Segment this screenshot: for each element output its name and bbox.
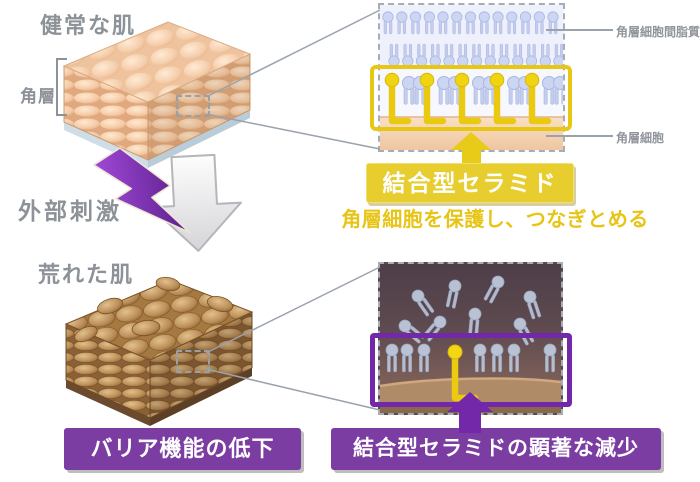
bound-ceramide-title-box: 結合型セラミド bbox=[366, 163, 574, 203]
corneocyte-label: 角層細胞 bbox=[616, 131, 665, 145]
magnified-damaged-panel bbox=[378, 262, 563, 415]
damaged-skin-title: 荒れた肌 bbox=[38, 262, 135, 287]
barrier-decline-label: バリア機能の低下 bbox=[90, 436, 275, 461]
external-stimulus-label: 外部刺激 bbox=[18, 198, 122, 224]
intercellular-lipid-label: 角層細胞間脂質 bbox=[616, 25, 700, 39]
bound-ceramide-caption: 角層細胞を保護し、つなぎとめる bbox=[341, 209, 649, 231]
healthy-skin-title: 健常な肌 bbox=[40, 13, 137, 38]
magnifier-dashed-rect-healthy bbox=[176, 95, 210, 117]
purple-highlight-frame bbox=[370, 333, 572, 407]
stratum-corneum-bracket bbox=[56, 58, 67, 116]
yellow-highlight-frame bbox=[370, 65, 572, 131]
ceramide-decrease-box: 結合型セラミドの顕著な減少 bbox=[331, 428, 661, 470]
magnified-healthy-panel bbox=[378, 3, 565, 152]
stratum-corneum-label: 角層 bbox=[20, 87, 56, 106]
bound-ceramide-title: 結合型セラミド bbox=[382, 170, 558, 196]
barrier-decline-box: バリア機能の低下 bbox=[64, 428, 301, 470]
ceramide-decrease-label: 結合型セラミドの顕著な減少 bbox=[353, 437, 639, 460]
healthy-skin-illustration bbox=[62, 21, 252, 168]
magnifier-dashed-rect-damaged bbox=[176, 350, 210, 373]
bound-ceramide-hooks bbox=[384, 72, 552, 125]
damaged-skin-illustration bbox=[64, 276, 254, 426]
healthy-cells-illustration bbox=[380, 5, 563, 150]
